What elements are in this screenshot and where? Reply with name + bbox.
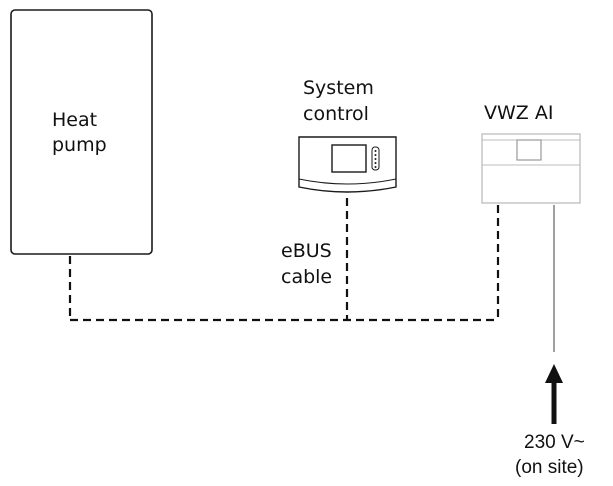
ebus-cable: [68, 198, 500, 322]
ebus-cable-label-line2: cable: [281, 266, 332, 288]
system-control-button: [374, 158, 377, 160]
system-control-button: [374, 166, 377, 168]
system-control-label-line1: System: [303, 77, 374, 99]
power-supply: 230 V~ (on site): [515, 205, 585, 478]
system-control-unit: System control: [298, 77, 397, 193]
heat-pump-label-line2: pump: [52, 134, 107, 156]
heat-pump-label-line1: Heat: [52, 109, 97, 131]
system-control-base-line: [298, 178, 397, 185]
vwz-ai-unit: VWZ AI: [481, 102, 581, 204]
heat-pump-unit: Heat pump: [10, 9, 153, 255]
system-control-display: [331, 144, 367, 173]
power-supply-label-line1: 230 V~: [524, 432, 585, 453]
up-arrow-icon: [545, 364, 563, 383]
heat-pump-box: [10, 9, 153, 255]
system-control-button: [374, 150, 377, 152]
system-control-button: [374, 154, 377, 156]
system-control-label-line2: control: [303, 103, 369, 125]
power-supply-label-line2: (on site): [515, 457, 584, 478]
vwz-ai-label: VWZ AI: [484, 102, 553, 124]
system-control-button: [374, 162, 377, 164]
vwz-ai-display: [516, 139, 542, 161]
ebus-cable-label-line1: eBUS: [281, 240, 332, 262]
